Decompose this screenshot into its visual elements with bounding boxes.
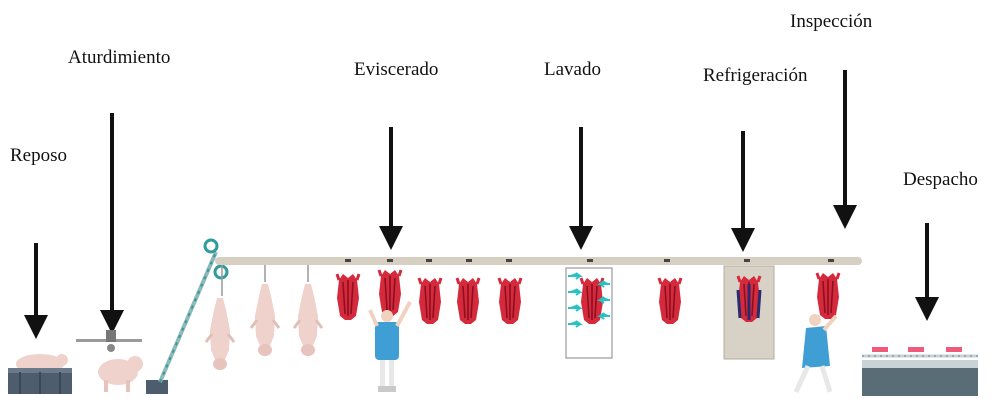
hanging-pig-3 [292,265,324,358]
resting-pen [8,354,72,394]
carcass-5 [497,276,523,326]
hanging-pig-1 [204,265,236,372]
carcass-7 [657,276,683,326]
hanging-pig-2 [249,265,281,358]
stage-label-eviscerado: Eviscerado [354,59,439,80]
refrigeration-cooler [723,265,775,360]
stage-label-despacho: Despacho [903,169,978,190]
stage-label-aturdimiento: Aturdimiento [68,47,171,68]
evisceration-worker [368,301,412,392]
hoist-conveyor [146,238,229,394]
carcass-2 [377,268,403,318]
stage-label-lavado: Lavado [544,59,601,80]
stage-label-reposo: Reposo [10,145,67,166]
dispatch-table [862,347,978,396]
washing-booth [565,267,613,359]
carcass-3 [417,276,443,326]
stunning-station [76,330,143,392]
carcass-1 [335,272,361,322]
inspection-worker [793,314,838,394]
stage-label-refrigeracion: Refrigeración [703,65,808,86]
overhead-rail [215,257,862,265]
carcass-8 [815,271,841,321]
carcass-4 [455,276,481,326]
stage-label-inspeccion: Inspección [790,11,873,32]
